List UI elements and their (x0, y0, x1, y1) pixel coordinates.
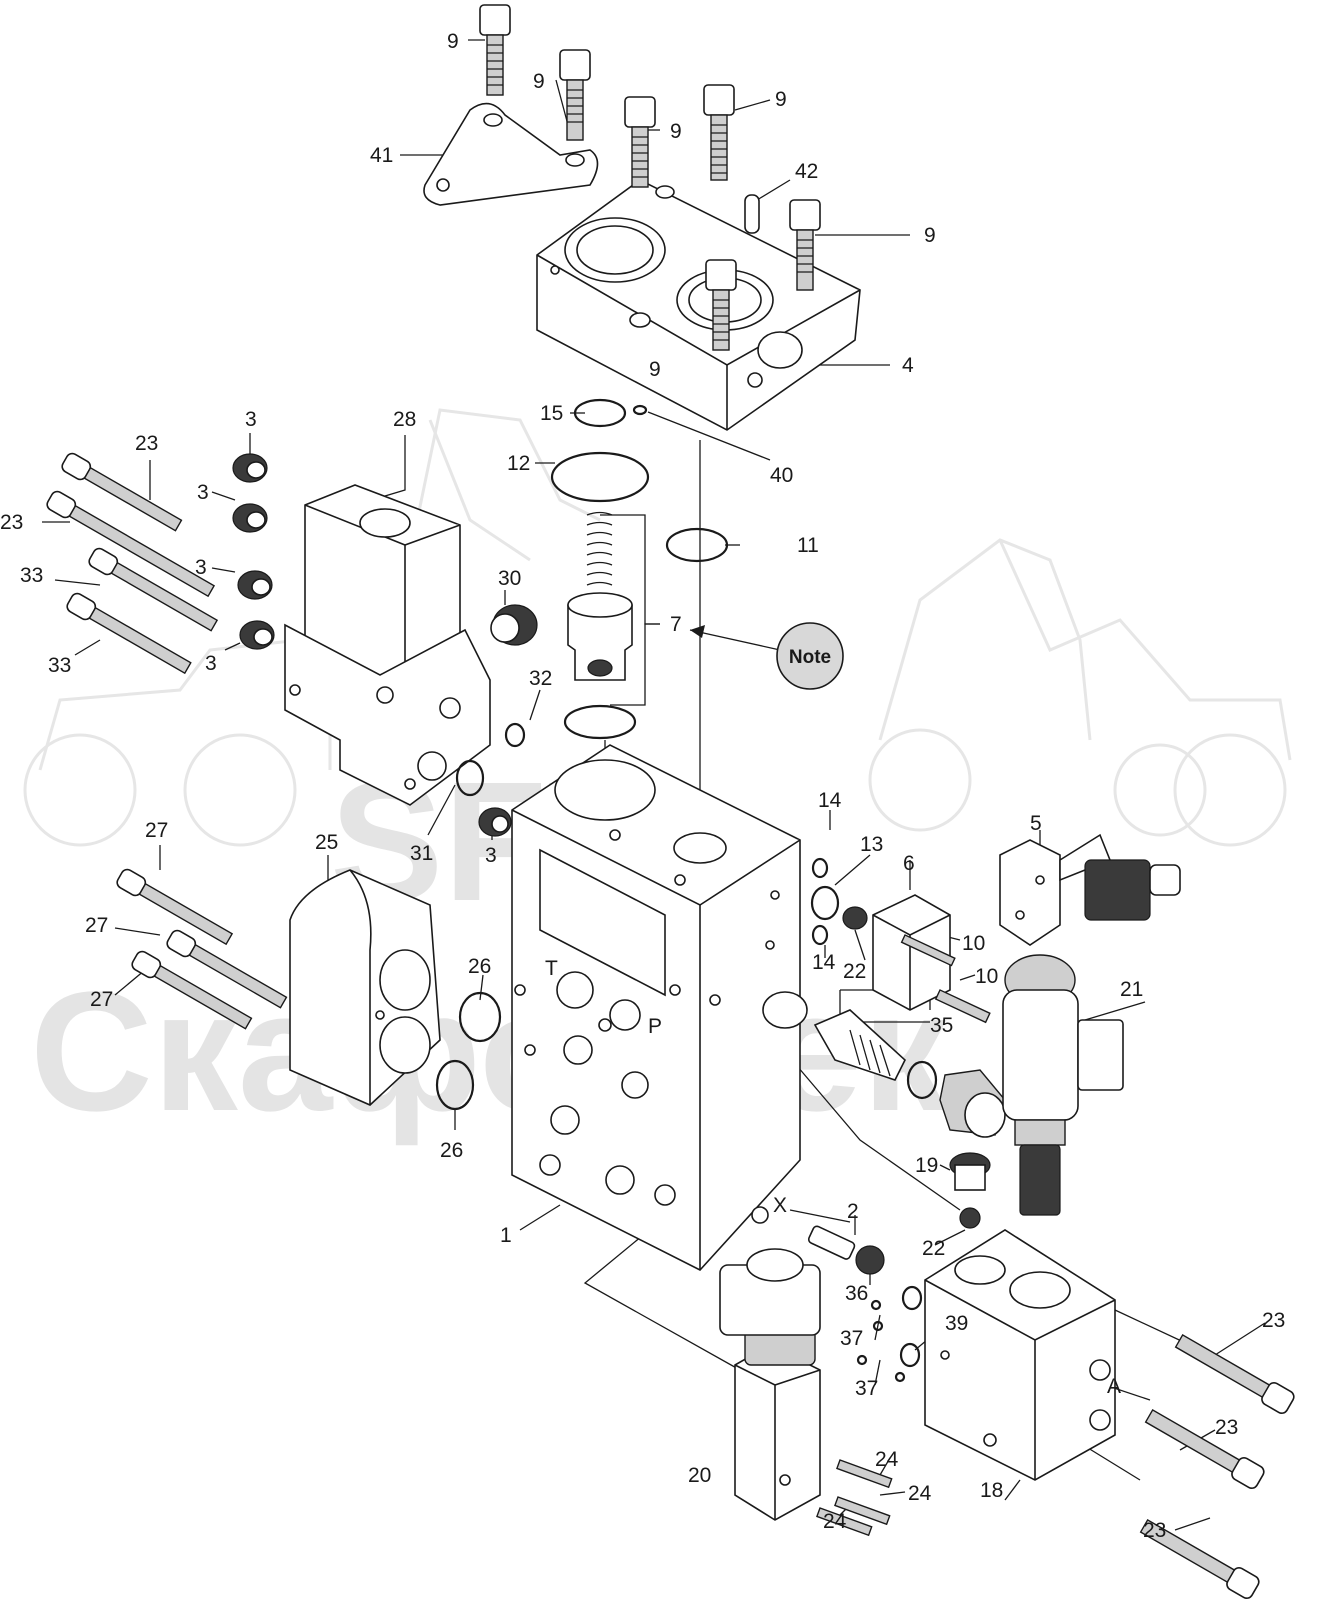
parts-19-22-lower (949, 1152, 991, 1229)
port-mark-t: T (545, 957, 558, 980)
callout-28: 28 (393, 408, 416, 431)
callout-25: 25 (315, 831, 338, 854)
bolts-23-33-upper (46, 452, 219, 675)
watermark-brand: Скафортек (30, 957, 948, 1147)
callout-27: 27 (85, 914, 108, 937)
orings-26 (435, 991, 502, 1111)
callout-3: 3 (197, 481, 209, 504)
callout-9: 9 (924, 224, 936, 247)
part-23-bolts-right (1139, 1333, 1295, 1599)
callout-19: 19 (915, 1154, 938, 1177)
parts-2-36 (807, 1225, 885, 1275)
note-text: Note (789, 647, 831, 668)
callout-11: 11 (797, 534, 819, 557)
part-7-cartridge (563, 511, 637, 740)
callout-22: 22 (922, 1237, 945, 1260)
callout-3: 3 (245, 408, 257, 431)
callout-3: 3 (485, 844, 497, 867)
callout-39: 39 (945, 1312, 968, 1335)
callout-26: 26 (468, 955, 491, 978)
part-27-bolts (116, 868, 288, 1030)
part-5-solenoid (999, 833, 1181, 946)
callout-4: 4 (902, 354, 914, 377)
part-24-screws (816, 1459, 893, 1537)
callout-37: 37 (855, 1377, 878, 1400)
callout-labels: 9 9 9 9 9 9 41 42 4 15 40 12 11 7 28 3 3… (0, 30, 1285, 1542)
callout-14: 14 (812, 951, 836, 974)
parts-13-14-22-right (810, 857, 868, 946)
callout-9: 9 (775, 88, 787, 111)
callout-15: 15 (540, 402, 563, 425)
callout-31: 31 (410, 842, 433, 865)
part-1-main-body: T P X (511, 744, 808, 1271)
callout-10: 10 (962, 932, 985, 955)
callout-9: 9 (447, 30, 459, 53)
callout-27: 27 (90, 988, 113, 1011)
callout-3: 3 (195, 556, 207, 579)
part-25-side-block (289, 869, 441, 1106)
callout-27: 27 (145, 819, 168, 842)
callout-22: 22 (843, 960, 866, 983)
part-28-solenoid-valve (284, 484, 491, 806)
callout-24: 24 (875, 1448, 899, 1471)
callout-10: 10 (975, 965, 998, 988)
watermark-machine-right (868, 538, 1292, 847)
callout-9: 9 (670, 120, 682, 143)
callout-2: 2 (847, 1200, 859, 1223)
part-20-valve (719, 1248, 821, 1521)
callout-23: 23 (0, 511, 23, 534)
callout-3: 3 (205, 652, 217, 675)
part-3-plugs (232, 453, 512, 837)
part-10-screws (934, 989, 991, 1024)
callout-21: 21 (1120, 978, 1143, 1001)
port-mark-x: X (773, 1194, 787, 1217)
callout-36: 36 (845, 1282, 868, 1305)
callout-9: 9 (649, 358, 661, 381)
callout-40: 40 (770, 464, 793, 487)
callout-18: 18 (980, 1479, 1003, 1502)
callout-30: 30 (498, 567, 521, 590)
part-35-valve (813, 1009, 1006, 1138)
part-41-bracket (423, 102, 599, 206)
callout-6: 6 (903, 852, 915, 875)
callout-1: 1 (500, 1224, 512, 1247)
callout-5: 5 (1030, 812, 1042, 835)
callout-14: 14 (818, 789, 842, 812)
callout-33: 33 (20, 564, 43, 587)
part-6-block (872, 894, 956, 1011)
parts-37-39 (856, 1285, 923, 1383)
callout-37: 37 (840, 1327, 863, 1350)
port-mark-p: P (648, 1015, 662, 1038)
part-9-screws (479, 4, 821, 351)
callout-24: 24 (823, 1510, 847, 1533)
callout-26: 26 (440, 1139, 463, 1162)
callout-32: 32 (529, 667, 552, 690)
part-18-base-block: A (924, 1229, 1121, 1481)
callout-23: 23 (1262, 1309, 1285, 1332)
note-badge: Note (690, 622, 844, 690)
callout-7: 7 (670, 613, 682, 636)
callout-35: 35 (930, 1014, 953, 1037)
orings-upper (550, 398, 729, 563)
callout-41: 41 (370, 144, 393, 167)
callout-23: 23 (1215, 1416, 1238, 1439)
part-21-proportional-valve (1002, 954, 1124, 1216)
callout-23: 23 (135, 432, 158, 455)
callout-12: 12 (507, 452, 530, 475)
callout-24: 24 (908, 1482, 932, 1505)
callout-9: 9 (533, 70, 545, 93)
part-30-plug (490, 604, 538, 646)
port-mark-a: A (1107, 1375, 1121, 1398)
callout-13: 13 (860, 833, 883, 856)
callout-42: 42 (795, 160, 818, 183)
callout-23: 23 (1143, 1519, 1166, 1542)
part-42-pin (744, 194, 760, 234)
orings-31-32 (455, 722, 526, 797)
callout-20: 20 (688, 1464, 711, 1487)
callout-33: 33 (48, 654, 71, 677)
